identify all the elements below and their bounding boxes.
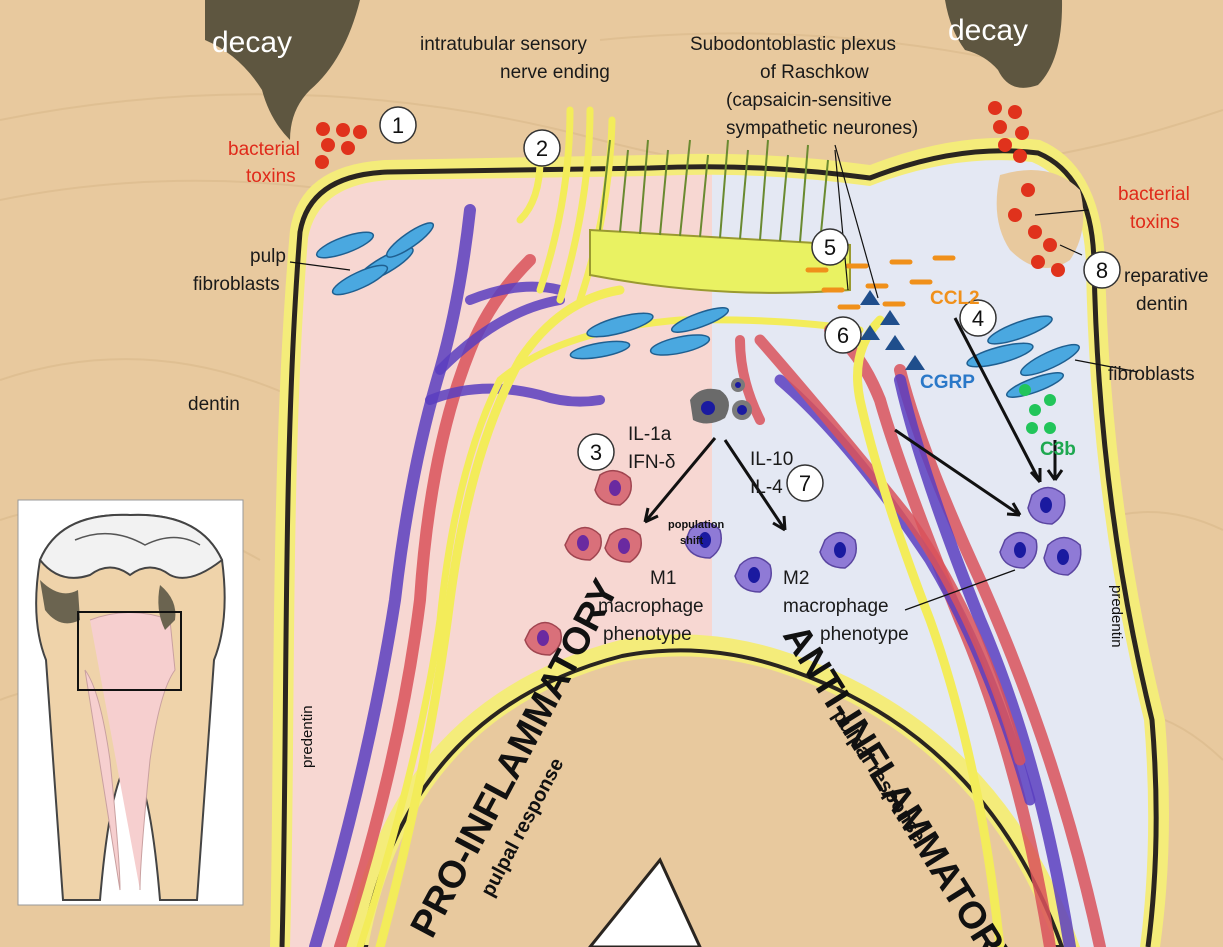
- label-predentin-right: predentin: [1108, 585, 1125, 648]
- label-bacterial-toxins-right-2: toxins: [1130, 212, 1180, 233]
- label-bacterial-toxins-left-2: toxins: [246, 166, 296, 187]
- label-m2-phenotype: phenotype: [820, 624, 909, 645]
- step-number-1: 1: [392, 113, 404, 138]
- label-reparative-dentin-2: dentin: [1136, 294, 1188, 315]
- label-fibroblasts: fibroblasts: [1108, 364, 1195, 385]
- label-m1: M1: [650, 568, 676, 589]
- step-number-6: 6: [837, 323, 849, 348]
- step-number-3: 3: [590, 440, 602, 465]
- label-ccl2: CCL2: [930, 288, 980, 309]
- label-plexus-1: Subodontoblastic plexus: [690, 34, 896, 55]
- step-number-4: 4: [972, 306, 984, 331]
- label-population: population: [668, 519, 724, 531]
- label-il-1a: IL-1a: [628, 424, 672, 445]
- label-cgrp: CGRP: [920, 372, 975, 393]
- label-intratubular-1: intratubular sensory: [420, 34, 587, 55]
- label-m1-phenotype: phenotype: [603, 624, 692, 645]
- label-bacterial-toxins-left-1: bacterial: [228, 139, 300, 160]
- label-reparative-dentin-1: reparative: [1124, 266, 1209, 287]
- label-ifn: IFN-δ: [628, 452, 676, 473]
- label-m2-macrophage: macrophage: [783, 596, 889, 617]
- label-m2: M2: [783, 568, 809, 589]
- label-il-4: IL-4: [750, 477, 783, 498]
- label-decay-right: decay: [948, 14, 1028, 47]
- inset-tooth-panel: [18, 500, 243, 905]
- label-pulp-fibroblasts-2: fibroblasts: [193, 274, 280, 295]
- label-predentin-left: predentin: [299, 705, 316, 768]
- label-bacterial-toxins-right-1: bacterial: [1118, 184, 1190, 205]
- step-number-8: 8: [1096, 258, 1108, 283]
- step-number-7: 7: [799, 471, 811, 496]
- label-dentin: dentin: [188, 394, 240, 415]
- label-plexus-3: (capsaicin-sensitive: [726, 90, 892, 111]
- step-number-5: 5: [824, 235, 836, 260]
- label-il-10: IL-10: [750, 449, 793, 470]
- label-shift: shift: [680, 535, 704, 547]
- label-c3b: C3b: [1040, 439, 1076, 460]
- label-plexus-2: of Raschkow: [760, 62, 869, 83]
- label-intratubular-2: nerve ending: [500, 62, 610, 83]
- label-pulp-fibroblasts-1: pulp: [250, 246, 286, 267]
- label-decay-left: decay: [212, 26, 292, 59]
- step-number-2: 2: [536, 136, 548, 161]
- label-plexus-4: sympathetic neurones): [726, 118, 918, 139]
